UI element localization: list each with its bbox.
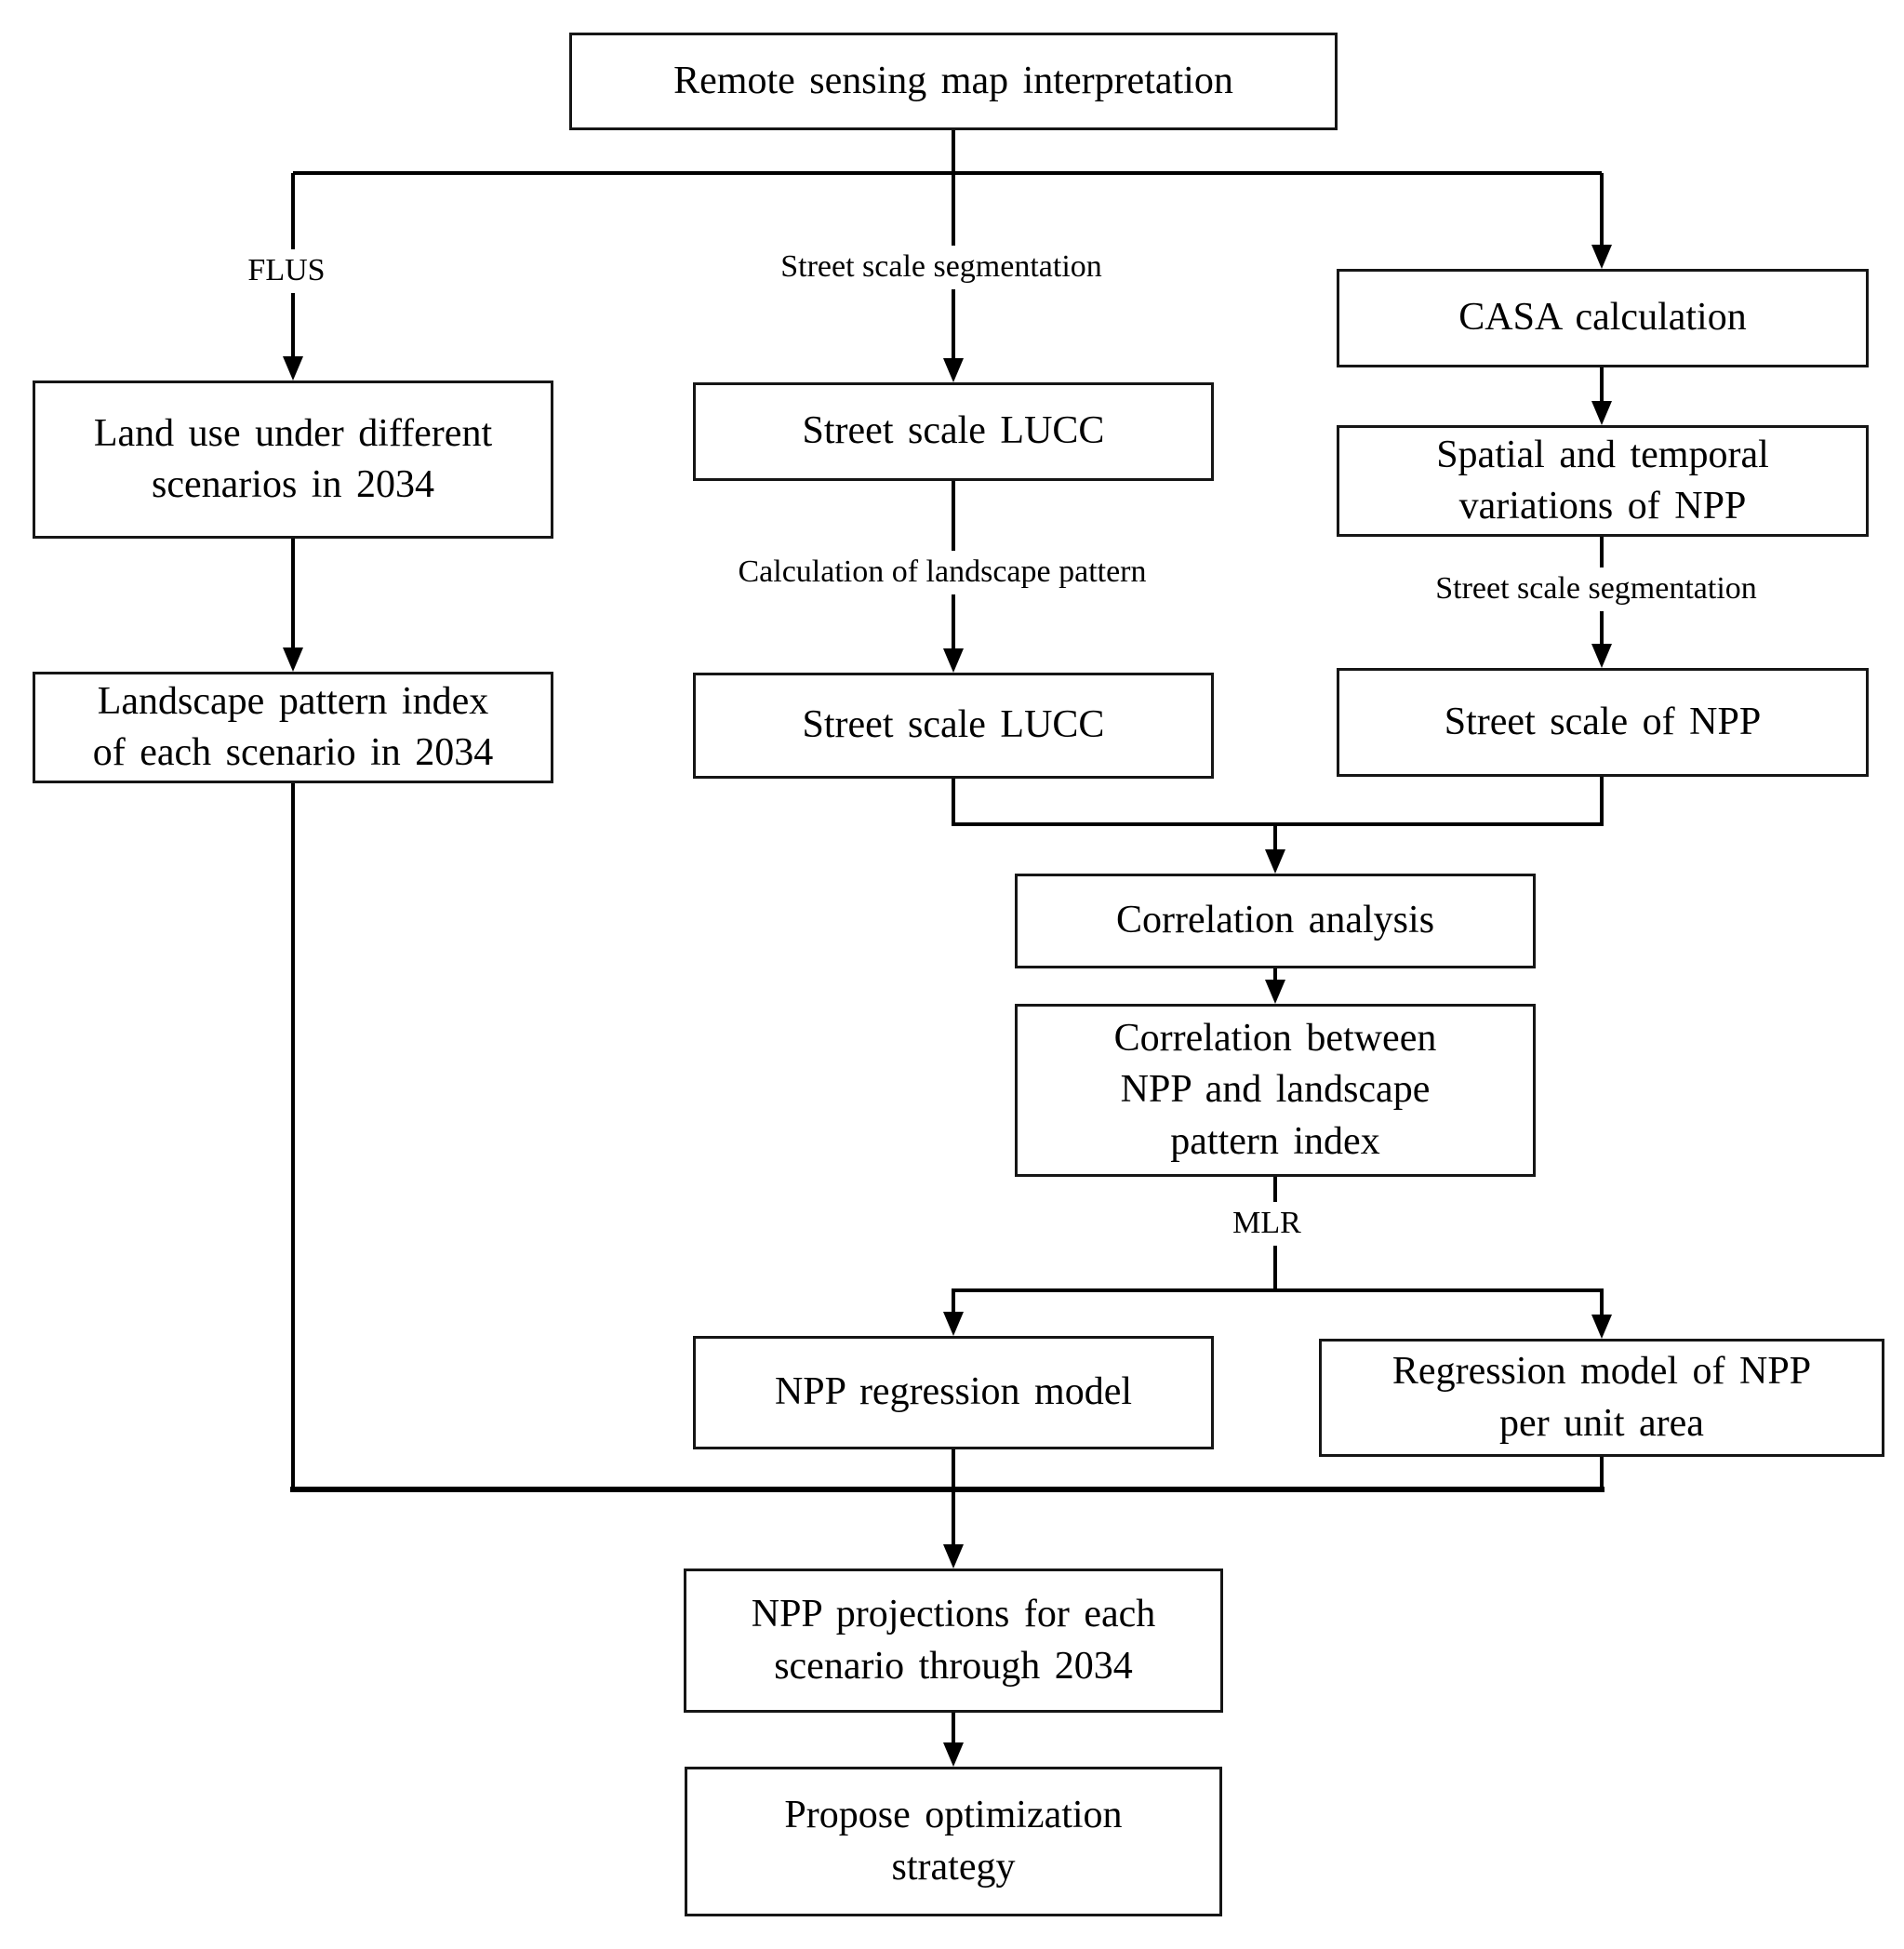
edge-label-calculation-of-landscape-pattern: Calculation of landscape pattern: [728, 551, 1156, 594]
arrowhead-street-seg-top: [943, 358, 964, 382]
edge-label-mlr: MLR: [1223, 1202, 1311, 1246]
arrowhead-casa-to-spatial: [1591, 401, 1612, 425]
node-casa-calculation: CASA calculation: [1337, 269, 1869, 367]
node-street-scale-lucc-2: Street scale LUCC: [693, 673, 1214, 779]
edge-label-flus: FLUS: [238, 249, 335, 293]
node-land-use-scenarios: Land use under different scenarios in 20…: [33, 380, 553, 539]
node-spatial-temporal-npp: Spatial and temporal variations of NPP: [1337, 425, 1869, 537]
arrowhead-street-seg-right: [1591, 644, 1612, 668]
node-correlation-analysis: Correlation analysis: [1015, 874, 1536, 968]
node-street-scale-lucc-1: Street scale LUCC: [693, 382, 1214, 481]
node-npp-regression-model: NPP regression model: [693, 1336, 1214, 1449]
arrowhead-to-correlation: [1265, 849, 1285, 874]
node-landscape-pattern-index: Landscape pattern index of each scenario…: [33, 672, 553, 783]
node-correlation-npp-landscape: Correlation between NPP and landscape pa…: [1015, 1004, 1536, 1177]
node-propose-optimization: Propose optimization strategy: [685, 1767, 1222, 1916]
arrowhead-calc-landscape: [943, 648, 964, 673]
node-remote-sensing: Remote sensing map interpretation: [569, 33, 1338, 130]
arrowhead-flus: [283, 356, 303, 380]
arrowhead-corr1-to-corr2: [1265, 980, 1285, 1004]
node-regression-model-unit-area: Regression model of NPP per unit area: [1319, 1339, 1884, 1457]
arrowhead-to-propose: [943, 1742, 964, 1767]
arrowhead-to-projections: [943, 1544, 964, 1569]
arrowhead-to-regression-unit: [1591, 1315, 1612, 1339]
edge-label-street-scale-segmentation-right: Street scale segmentation: [1426, 567, 1766, 611]
arrowhead-to-npp-regression: [943, 1312, 964, 1336]
arrowhead-landuse-to-index: [283, 647, 303, 672]
edge-label-street-scale-segmentation-top: Street scale segmentation: [771, 246, 1112, 289]
node-street-scale-npp: Street scale of NPP: [1337, 668, 1869, 777]
node-npp-projections: NPP projections for each scenario throug…: [684, 1569, 1223, 1713]
arrowhead-to-casa: [1591, 245, 1612, 269]
